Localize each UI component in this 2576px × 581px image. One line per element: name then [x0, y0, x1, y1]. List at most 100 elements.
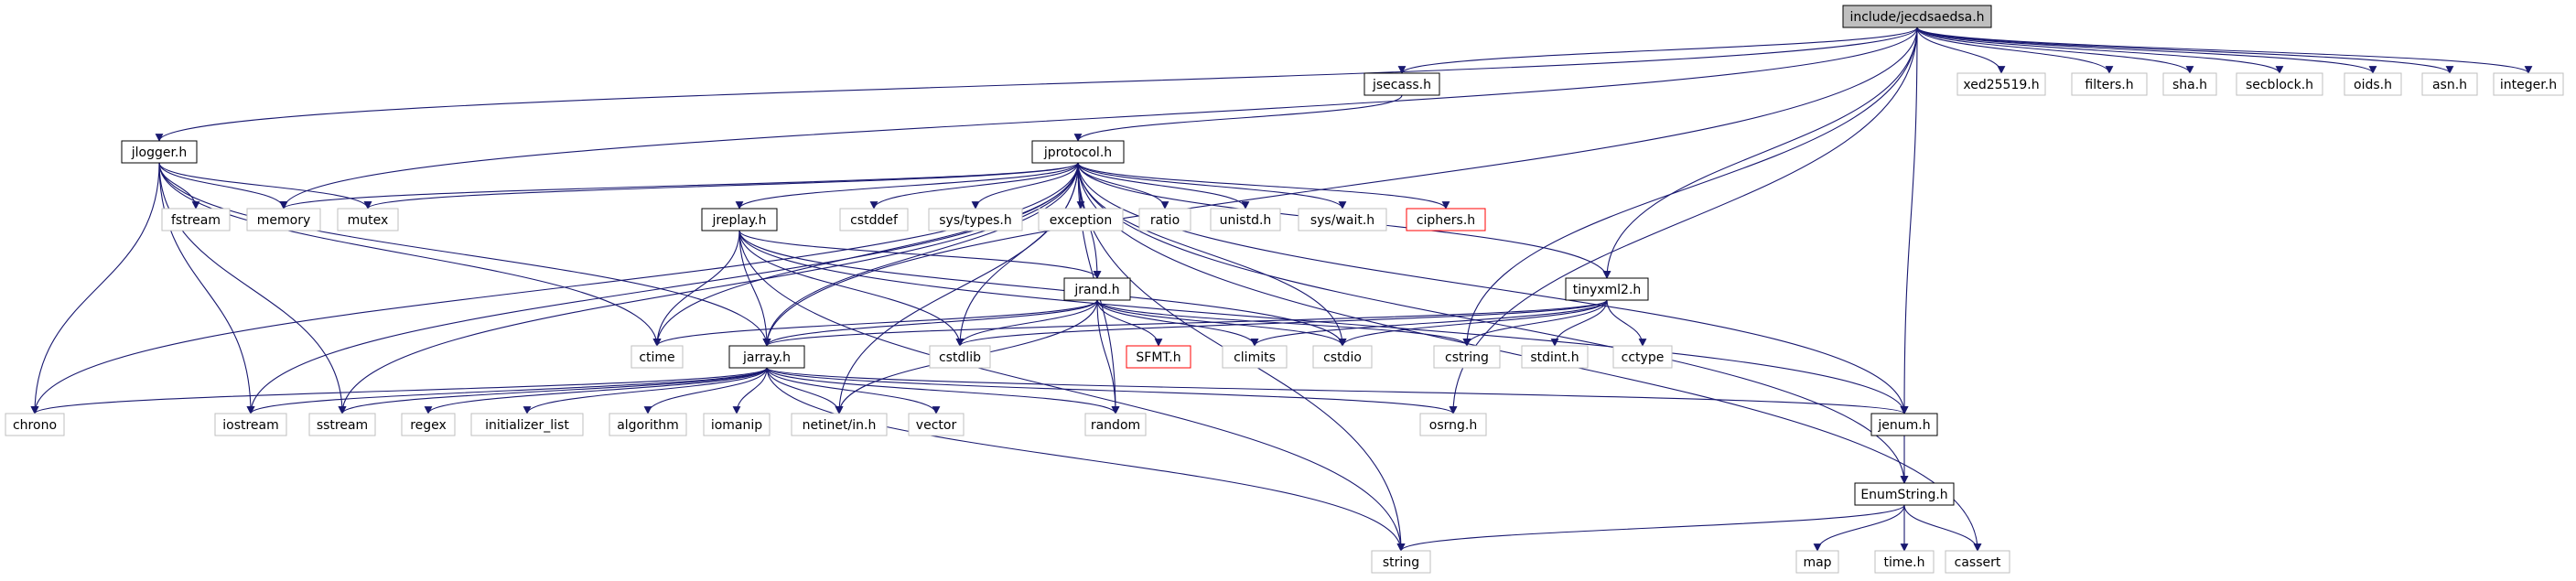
node-box-cstddef: [839, 208, 909, 231]
node-box-ciphers: [1406, 208, 1486, 231]
node-label-iostream: iostream: [222, 418, 279, 433]
node-iostream: iostream: [214, 413, 287, 436]
edge-jrand-to-jarray: [762, 299, 1098, 347]
node-label-memory: memory: [257, 213, 311, 228]
node-label-regex: regex: [410, 418, 447, 433]
edge-jprotocol-to-iostream: [246, 162, 1079, 414]
nodes-layer: include/jecdsaedsa.h jsecass.h jlogger.h jp…: [5, 5, 2564, 574]
node-box-initlist: [470, 413, 584, 436]
edge-jprotocol-to-ciphers: [1077, 162, 1450, 210]
edge-root-to-jenum: [1900, 27, 1918, 414]
edge-root-to-memory: [279, 27, 1918, 210]
node-jreplay[interactable]: jreplay.h: [701, 208, 778, 231]
node-box-cassert: [1945, 550, 2010, 574]
node-label-vector: vector: [916, 418, 957, 433]
node-fstream: fstream: [161, 208, 231, 231]
edge-jarray-to-initlist: [523, 367, 768, 414]
node-box-chrono: [5, 413, 65, 436]
node-box-secblock: [2236, 72, 2323, 96]
edge-jprotocol-to-chrono: [30, 162, 1079, 414]
node-cstdlib: cstdlib: [929, 345, 991, 369]
edge-jprotocol-to-cstddef: [869, 162, 1079, 210]
node-ciphers[interactable]: ciphers.h: [1406, 208, 1486, 231]
node-jsecass[interactable]: jsecass.h: [1363, 72, 1440, 96]
edge-jarray-to-algorithm: [643, 367, 768, 414]
node-box-filters: [2071, 72, 2148, 96]
node-jenum[interactable]: jenum.h: [1870, 413, 1938, 436]
edge-jrand-to-cstdlib: [955, 299, 1098, 347]
node-box-jsecass: [1363, 72, 1440, 96]
edge-jrand-to-cstdio: [1096, 299, 1347, 347]
node-tinyxml2[interactable]: tinyxml2.h: [1565, 277, 1649, 301]
node-root[interactable]: include/jecdsaedsa.h: [1842, 5, 1992, 28]
edge-tinyxml2-to-cstdio: [1338, 299, 1608, 347]
edge-jarray-to-netinet: [766, 367, 844, 414]
node-iomanip: iomanip: [703, 413, 771, 436]
node-label-integer: integer.h: [2500, 78, 2557, 92]
edge-jarray-to-osrng: [766, 367, 1458, 414]
edge-jlogger-to-fstream: [158, 162, 200, 210]
node-box-fstream: [161, 208, 231, 231]
node-sfmt[interactable]: SFMT.h: [1126, 345, 1191, 369]
node-label-climits: climits: [1234, 350, 1276, 365]
node-box-ratio: [1138, 208, 1191, 231]
node-box-integer: [2493, 72, 2564, 96]
node-cassert: cassert: [1945, 550, 2010, 574]
node-label-asn: asn.h: [2432, 78, 2467, 92]
node-filters: filters.h: [2071, 72, 2148, 96]
node-label-initlist: initializer_list: [485, 418, 569, 433]
node-cctype: cctype: [1612, 345, 1673, 369]
edge-jarray-to-jenum: [766, 367, 1909, 414]
node-box-jrand: [1063, 277, 1131, 301]
edge-jprotocol-to-ratio: [1077, 162, 1169, 210]
node-box-cstring: [1433, 345, 1501, 369]
edge-root-to-tinyxml2: [1602, 27, 1918, 279]
node-label-jlogger: jlogger.h: [131, 145, 188, 160]
node-box-jarray: [728, 345, 805, 369]
node-jprotocol[interactable]: jprotocol.h: [1031, 140, 1125, 164]
edge-jprotocol-to-enumstring: [1077, 162, 1909, 484]
node-box-cctype: [1612, 345, 1673, 369]
node-box-memory: [246, 208, 321, 231]
node-map: map: [1795, 550, 1839, 574]
node-box-osrng: [1419, 413, 1487, 436]
node-label-cstdio: cstdio: [1323, 350, 1362, 365]
node-box-map: [1795, 550, 1839, 574]
node-label-sstream: sstream: [317, 418, 368, 433]
node-label-map: map: [1803, 555, 1831, 570]
node-box-sfmt: [1126, 345, 1191, 369]
edge-jarray-to-regex: [424, 367, 768, 414]
node-jarray[interactable]: jarray.h: [728, 345, 805, 369]
node-jlogger[interactable]: jlogger.h: [121, 140, 198, 164]
node-label-enumstring: EnumString.h: [1860, 488, 1947, 502]
node-label-cstdlib: cstdlib: [939, 350, 981, 365]
node-label-iomanip: iomanip: [711, 418, 762, 433]
node-mutex: mutex: [337, 208, 399, 231]
node-enumstring[interactable]: EnumString.h: [1854, 482, 1955, 506]
node-label-cstddef: cstddef: [850, 213, 899, 228]
node-box-jenum: [1870, 413, 1938, 436]
node-box-ctime: [631, 345, 684, 369]
node-label-cstring: cstring: [1445, 350, 1489, 365]
node-box-root: [1842, 5, 1992, 28]
node-label-ratio: ratio: [1150, 213, 1180, 228]
node-memory: memory: [246, 208, 321, 231]
node-box-sstream: [308, 413, 376, 436]
node-timeh: time.h: [1874, 550, 1935, 574]
edge-jprotocol-to-cstdio: [1077, 162, 1347, 347]
node-integer: integer.h: [2493, 72, 2564, 96]
node-jrand[interactable]: jrand.h: [1063, 277, 1131, 301]
node-label-random: random: [1091, 418, 1140, 433]
node-unistd: unistd.h: [1210, 208, 1281, 231]
edge-jprotocol-to-memory: [279, 162, 1079, 210]
node-box-random: [1084, 413, 1147, 436]
node-label-osrng: osrng.h: [1429, 418, 1477, 433]
node-label-root: include/jecdsaedsa.h: [1849, 10, 1984, 25]
node-label-chrono: chrono: [13, 418, 57, 433]
node-label-unistd: unistd.h: [1220, 213, 1272, 228]
edge-root-to-jlogger: [155, 27, 1918, 142]
node-label-xed25519: xed25519.h: [1963, 78, 2039, 92]
edge-jreplay-to-string: [738, 230, 1406, 552]
node-stdint: stdint.h: [1521, 345, 1589, 369]
node-label-jarray: jarray.h: [742, 350, 791, 365]
